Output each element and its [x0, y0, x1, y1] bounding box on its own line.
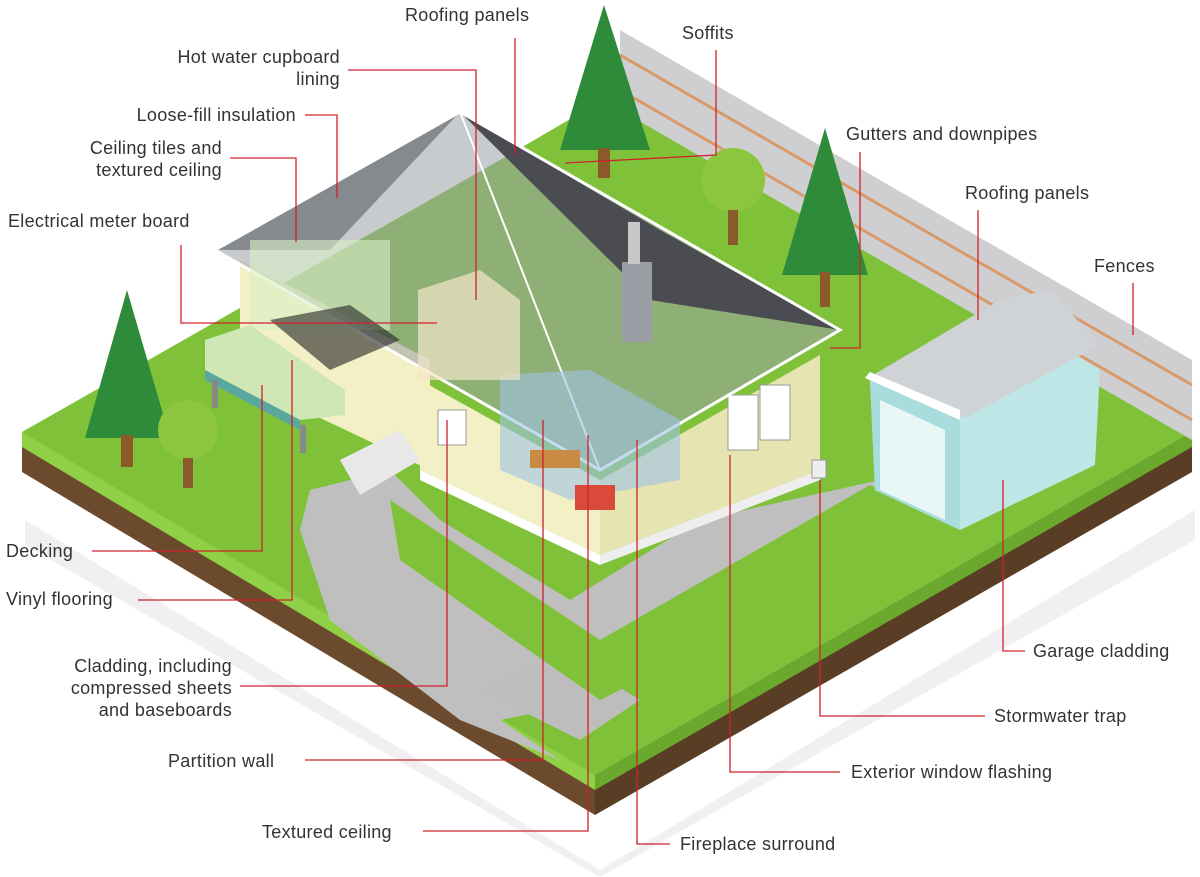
interior-rooms [250, 240, 680, 510]
grass-edge-right [595, 432, 1192, 790]
label-cladding-line2: compressed sheets [70, 678, 232, 698]
leader-cladding [240, 420, 448, 687]
label-fences: Fences [1094, 256, 1155, 276]
tree-back-left [560, 5, 650, 178]
label-stormwater-trap: Stormwater trap [994, 706, 1127, 726]
label-ceiling-tiles-line1: Ceiling tiles and [89, 138, 222, 158]
leader-lines [92, 38, 1134, 845]
label-partition-wall: Partition wall [168, 751, 275, 771]
decking [205, 325, 345, 453]
label-garage-cladding: Garage cladding [1033, 641, 1170, 661]
label-soffits: Soffits [682, 23, 734, 43]
label-decking: Decking [6, 541, 74, 561]
label-hot-water-cupboard-line1: Hot water cupboard [177, 47, 340, 67]
leader-hot-water-cupboard [348, 69, 477, 300]
ground-shadow [20, 500, 1200, 877]
leader-garage-cladding [1002, 480, 1025, 652]
leader-vinyl-flooring [138, 360, 293, 601]
label-electrical-meter-board: Electrical meter board [8, 211, 190, 231]
label-roofing-panels-garage: Roofing panels [965, 183, 1090, 203]
leader-ceiling-tiles [230, 157, 297, 242]
label-exterior-window-flashing: Exterior window flashing [851, 762, 1053, 782]
label-cladding-line3: and baseboards [98, 700, 232, 720]
tree-round-back [701, 148, 765, 245]
leader-textured-ceiling [423, 435, 589, 832]
label-vinyl-flooring: Vinyl flooring [6, 589, 113, 609]
front-lawn [390, 485, 960, 700]
leader-fireplace-surround [636, 440, 670, 845]
chimney [622, 222, 652, 342]
leader-soffits [564, 50, 717, 164]
leader-exterior-window-flashing [729, 455, 840, 773]
garage [865, 290, 1100, 530]
leader-stormwater-trap [819, 480, 985, 717]
tree-back-right [782, 128, 868, 307]
leader-partition-wall [305, 420, 544, 761]
label-textured-ceiling: Textured ceiling [262, 822, 392, 842]
label-hot-water-cupboard-line2: lining [296, 69, 340, 89]
leader-loose-fill-insulation [305, 114, 338, 198]
tree-front-left [85, 290, 170, 467]
label-roofing-panels-house: Roofing panels [405, 5, 530, 25]
tree-round-front [158, 400, 218, 488]
label-fireplace-surround: Fireplace surround [680, 834, 836, 854]
leader-decking [92, 385, 263, 552]
label-ceiling-tiles-line2: textured ceiling [96, 160, 222, 180]
steps [340, 430, 420, 495]
label-loose-fill-insulation: Loose-fill insulation [136, 105, 296, 125]
label-gutters-downpipes: Gutters and downpipes [846, 124, 1038, 144]
label-cladding-line1: Cladding, including [74, 656, 232, 676]
stormwater-trap [811, 459, 827, 479]
leader-electrical-meter-board [180, 245, 437, 324]
leader-gutters-downpipes [830, 152, 861, 349]
